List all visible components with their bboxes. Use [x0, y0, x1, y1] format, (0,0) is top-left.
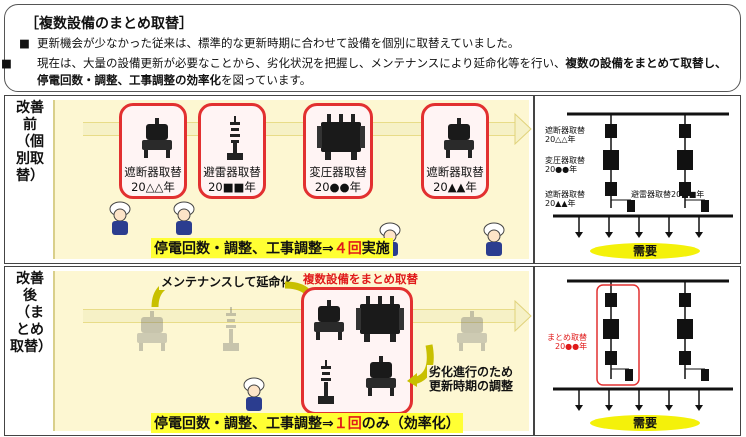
after-summary: 停電回数・調整、工事調整⇒１回のみ（効率化） — [151, 413, 463, 433]
timeline-arrow-icon — [514, 299, 532, 333]
bullet-2-text-bold: 複数の設備をまとめて取替し、停電回数・調整、工事調整の効率化 — [37, 56, 727, 87]
callout-deterioration-line-1: 劣化進行のため — [429, 365, 514, 379]
diagram-label-arrester: 避雷器取替20■■年 — [631, 190, 705, 199]
breaker-icon — [314, 300, 344, 340]
card-year: 20▲▲年 — [433, 180, 477, 194]
breaker-icon — [444, 118, 474, 158]
after-stage: メンテナンスして延命化 複数設備をまとめ取替 — [53, 271, 532, 433]
card-year: 20●●年 — [314, 180, 362, 194]
worker-icon — [483, 222, 505, 256]
callout-bundle: 複数設備をまとめ取替 — [303, 272, 418, 286]
lightning-arrester-icon — [227, 116, 243, 160]
bullet-1-text: 更新機会が少なかった従来は、標準的な更新時期に合わせて設備を個別に取替えていまし… — [37, 36, 520, 50]
card-name: 変圧器取替 — [309, 165, 367, 179]
before-card-breaker-1: 遮断器取替 20△△年 — [119, 103, 187, 199]
summary-count: １回 — [333, 416, 362, 432]
bullet-square-icon: ■ — [1, 56, 12, 70]
before-single-line-diagram — [553, 112, 733, 238]
after-section: 改善後（まとめ取替） メンテナンスして延命化 複数設備をまとめ取替 — [4, 266, 741, 436]
bullet-2-text-c: を図っています。 — [221, 73, 312, 87]
before-card-arrester: 避雷器取替 20■■年 — [198, 103, 266, 199]
callout-deterioration: 劣化進行のため 更新時期の調整 — [427, 365, 516, 393]
section-divider — [533, 267, 535, 435]
worker-icon — [109, 201, 131, 235]
before-stage: 遮断器取替 20△△年 避雷器取替 20■■年 変圧器取替 20●●年 — [53, 100, 532, 259]
transformer-icon — [317, 114, 365, 160]
bullet-2-text-a: 現在は、大量の設備更新が必要なことから、劣化状況を把握し、メンテナンスにより延命… — [37, 56, 566, 70]
before-summary: 停電回数・調整、工事調整⇒４回実施 — [151, 238, 393, 258]
card-year: 20△△年 — [131, 180, 175, 194]
header-box: ［複数設備のまとめ取替］ ■ 更新機会が少なかった従来は、標準的な更新時期に合わせ… — [1, 4, 741, 92]
card-name: 避雷器取替 — [203, 165, 261, 179]
after-single-line-diagram — [553, 279, 733, 411]
bullet-square-icon: ■ — [19, 36, 30, 50]
card-year: 20■■年 — [208, 180, 256, 194]
breaker-icon — [366, 356, 396, 396]
worker-icon — [243, 377, 265, 411]
summary-suffix: のみ（効率化） — [361, 416, 460, 432]
timeline-arrow-icon — [514, 112, 532, 146]
summary-count: ４回 — [333, 241, 362, 257]
after-side-label: 改善後（まとめ取替） — [10, 271, 52, 355]
before-section: 改善前（個別取替） 遮断器取替 20△△年 避雷器取替 — [4, 95, 741, 264]
breaker-ghost-icon — [137, 311, 167, 351]
lightning-arrester-icon — [318, 360, 334, 404]
before-demand: 需要 — [590, 243, 700, 259]
after-demand: 需要 — [590, 415, 700, 431]
card-name: 遮断器取替 — [426, 165, 484, 179]
worker-icon — [173, 201, 195, 235]
before-side-label: 改善前（個別取替） — [16, 100, 44, 184]
before-card-breaker-2: 遮断器取替 20▲▲年 — [421, 103, 489, 199]
callout-deterioration-line-2: 更新時期の調整 — [429, 379, 514, 393]
card-name: 遮断器取替 — [124, 165, 182, 179]
bullet-2: ■ 現在は、大量の設備更新が必要なことから、劣化状況を把握し、メンテナンスにより延… — [1, 55, 727, 89]
arrester-ghost-icon — [223, 307, 239, 351]
section-divider — [533, 96, 535, 263]
header-title: ［複数設備のまとめ取替］ — [25, 16, 193, 32]
summary-prefix: 停電回数・調整、工事調整⇒ — [154, 416, 334, 432]
callout-maintenance: メンテナンスして延命化 — [159, 273, 295, 290]
bullet-1: ■ 更新機会が少なかった従来は、標準的な更新時期に合わせて設備を個別に取替えていま… — [19, 35, 727, 52]
breaker-ghost-icon — [457, 311, 487, 351]
summary-suffix: 実施 — [361, 241, 390, 257]
transformer-icon — [356, 296, 404, 342]
breaker-icon — [142, 118, 172, 158]
summary-prefix: 停電回数・調整、工事調整⇒ — [154, 241, 334, 257]
bundle-card — [301, 287, 413, 415]
before-card-transformer: 変圧器取替 20●●年 — [303, 103, 373, 199]
